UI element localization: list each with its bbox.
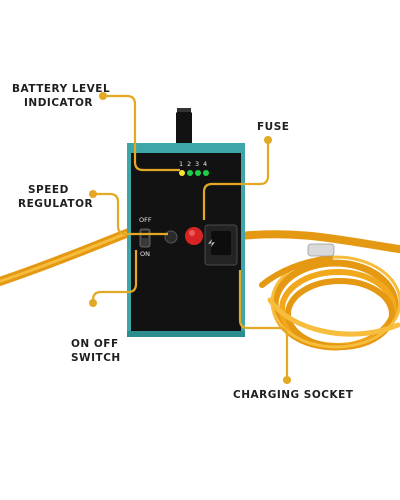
label-battery-line2: INDICATOR <box>24 97 94 109</box>
callout-line-speed <box>93 192 168 236</box>
label-speed-line1: SPEED <box>28 184 69 196</box>
led-1 <box>179 170 185 176</box>
indicator-number-3: 3 <box>195 160 200 168</box>
label-battery-line1: BATTERY LEVEL <box>12 83 111 95</box>
led-3 <box>195 170 201 176</box>
callout-lines <box>91 94 289 380</box>
indicator-number-1: 1 <box>179 160 184 168</box>
led-2 <box>187 170 193 176</box>
cable-coil <box>236 230 400 351</box>
switch-on-label: ON <box>140 250 150 258</box>
callout-line-battery <box>103 94 180 172</box>
cable-plug <box>307 243 335 257</box>
callout-dots <box>89 92 291 384</box>
switch-off-label: OFF <box>139 216 152 224</box>
label-fuse: FUSE <box>257 121 290 133</box>
speed-regulator-knob <box>164 230 178 244</box>
label-speed-line2: REGULATOR <box>18 198 94 210</box>
callout-line-onoff <box>91 250 138 303</box>
led-4 <box>203 170 209 176</box>
callout-line-charging <box>238 270 289 380</box>
callout-line-fuse <box>202 140 270 220</box>
label-onoff-line2: SWITCH <box>71 352 121 364</box>
label-on-off-switch: ON OFF SWITCH <box>71 337 121 365</box>
label-onoff-line1: ON OFF <box>71 338 119 350</box>
fuse-holder <box>185 227 203 245</box>
handle-knob <box>176 108 192 143</box>
label-charging-socket: CHARGING SOCKET <box>233 389 354 401</box>
indicator-number-4: 4 <box>203 160 208 168</box>
label-speed-regulator: SPEED REGULATOR <box>18 183 93 211</box>
label-battery-level-indicator: BATTERY LEVEL INDICATOR <box>12 82 110 110</box>
indicator-number-2: 2 <box>187 160 192 168</box>
